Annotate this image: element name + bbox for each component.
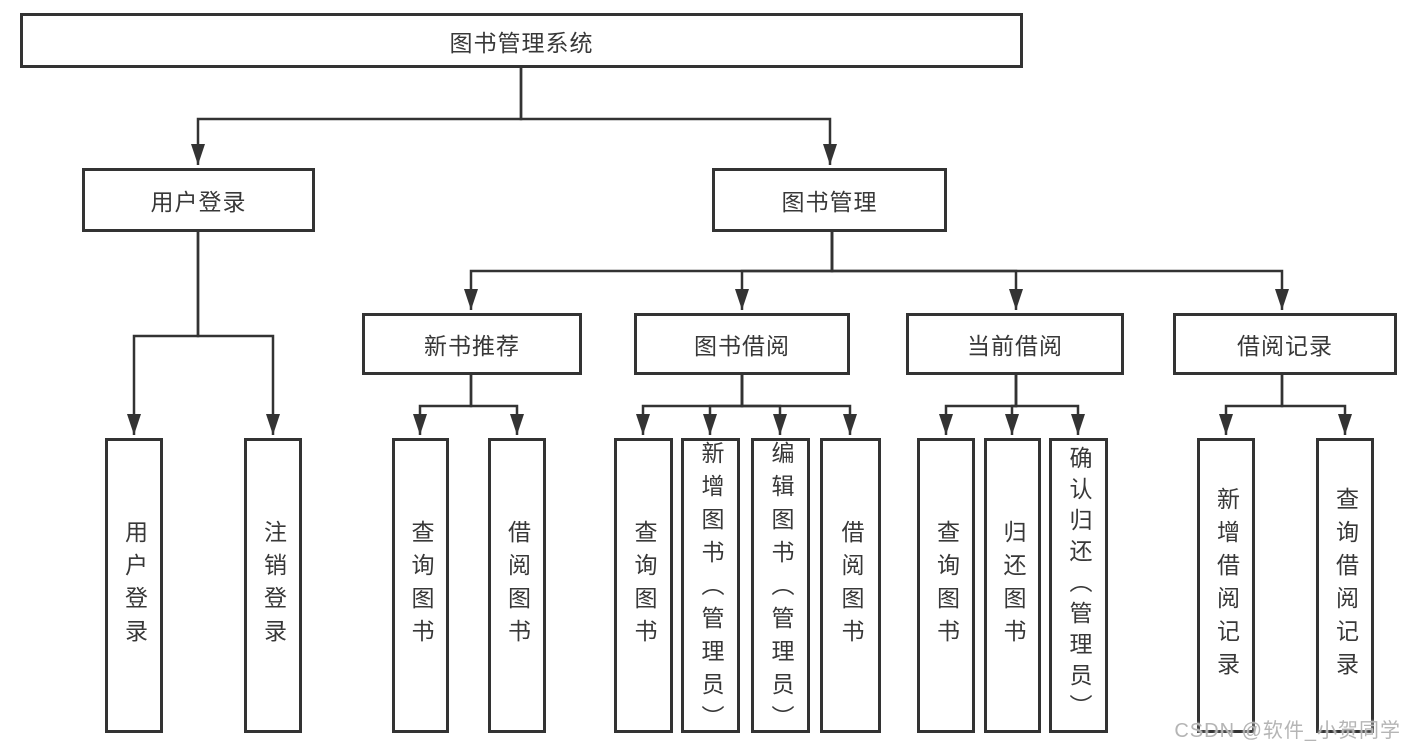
node-label: 新增图书（管理员）	[698, 441, 724, 738]
node-query-books-current: 查询图书	[917, 438, 975, 733]
node-query-borrow-record: 查询借阅记录	[1316, 438, 1374, 733]
node-label: 确认归还（管理员）	[1066, 446, 1092, 725]
node-label: 新增借阅记录	[1213, 486, 1240, 685]
node-label: 图书管理	[781, 189, 878, 215]
connector-recommendation-to-borrow-books	[469, 375, 524, 435]
node-label: 查询借阅记录	[1332, 486, 1359, 685]
connector-records-to-add-record	[1219, 375, 1284, 435]
node-label: 归还图书	[1000, 519, 1026, 652]
node-borrow-books-borrowing: 借阅图书	[820, 438, 881, 733]
connector-book-management-to-borrowing-records	[830, 232, 1289, 310]
node-label: 借阅记录	[1237, 333, 1333, 359]
node-user-login-leaf: 用户登录	[105, 438, 163, 733]
node-user-login: 用户登录	[82, 168, 315, 232]
node-add-borrow-record: 新增借阅记录	[1197, 438, 1255, 733]
node-label: 查询图书	[933, 519, 960, 652]
node-label: 用户登录	[121, 519, 148, 652]
connector-user-login-to-login-leaf	[127, 232, 200, 435]
node-label: 借阅图书	[504, 519, 531, 652]
connector-root-to-book-management	[519, 68, 837, 165]
node-label: 图书管理系统	[449, 29, 594, 56]
node-logout-leaf: 注销登录	[244, 438, 302, 733]
connector-borrowing-to-add-books	[703, 375, 744, 435]
node-label: 注销登录	[260, 519, 287, 652]
node-edit-books-admin: 编辑图书（管理员）	[751, 438, 810, 738]
node-label: 当前借阅	[967, 333, 1063, 359]
node-borrowing-records: 借阅记录	[1173, 313, 1397, 375]
connector-recommendation-to-query-books	[413, 375, 473, 435]
node-confirm-return-admin: 确认归还（管理员）	[1049, 438, 1108, 733]
node-label: 编辑图书（管理员）	[768, 441, 794, 738]
node-label: 查询图书	[631, 519, 657, 652]
node-current-borrowing: 当前借阅	[906, 313, 1124, 375]
node-label: 借阅图书	[838, 519, 864, 652]
node-book-management: 图书管理	[712, 168, 947, 232]
node-library-management-system: 图书管理系统	[20, 13, 1023, 68]
node-label: 查询图书	[408, 519, 434, 652]
connector-user-login-to-logout-leaf	[196, 232, 280, 435]
node-query-books-recommendation: 查询图书	[392, 438, 449, 733]
connector-borrowing-to-borrow-books	[740, 375, 857, 435]
node-query-books-borrowing: 查询图书	[614, 438, 673, 733]
connector-current-to-confirm-return	[1014, 375, 1085, 435]
node-book-borrowing: 图书借阅	[634, 313, 850, 375]
node-label: 新书推荐	[424, 333, 520, 359]
node-new-book-recommendation: 新书推荐	[362, 313, 582, 375]
connector-root-to-user-login	[191, 68, 523, 165]
node-label: 用户登录	[150, 189, 247, 215]
node-return-books: 归还图书	[984, 438, 1041, 733]
connector-book-management-to-book-borrowing	[735, 232, 834, 310]
connector-records-to-query-record	[1280, 375, 1352, 435]
node-label: 图书借阅	[694, 333, 790, 359]
connector-current-to-query-books	[939, 375, 1018, 435]
node-add-books-admin: 新增图书（管理员）	[681, 438, 740, 738]
watermark: CSDN @软件_小贺同学	[1174, 720, 1401, 742]
node-borrow-books-recommendation: 借阅图书	[488, 438, 546, 733]
